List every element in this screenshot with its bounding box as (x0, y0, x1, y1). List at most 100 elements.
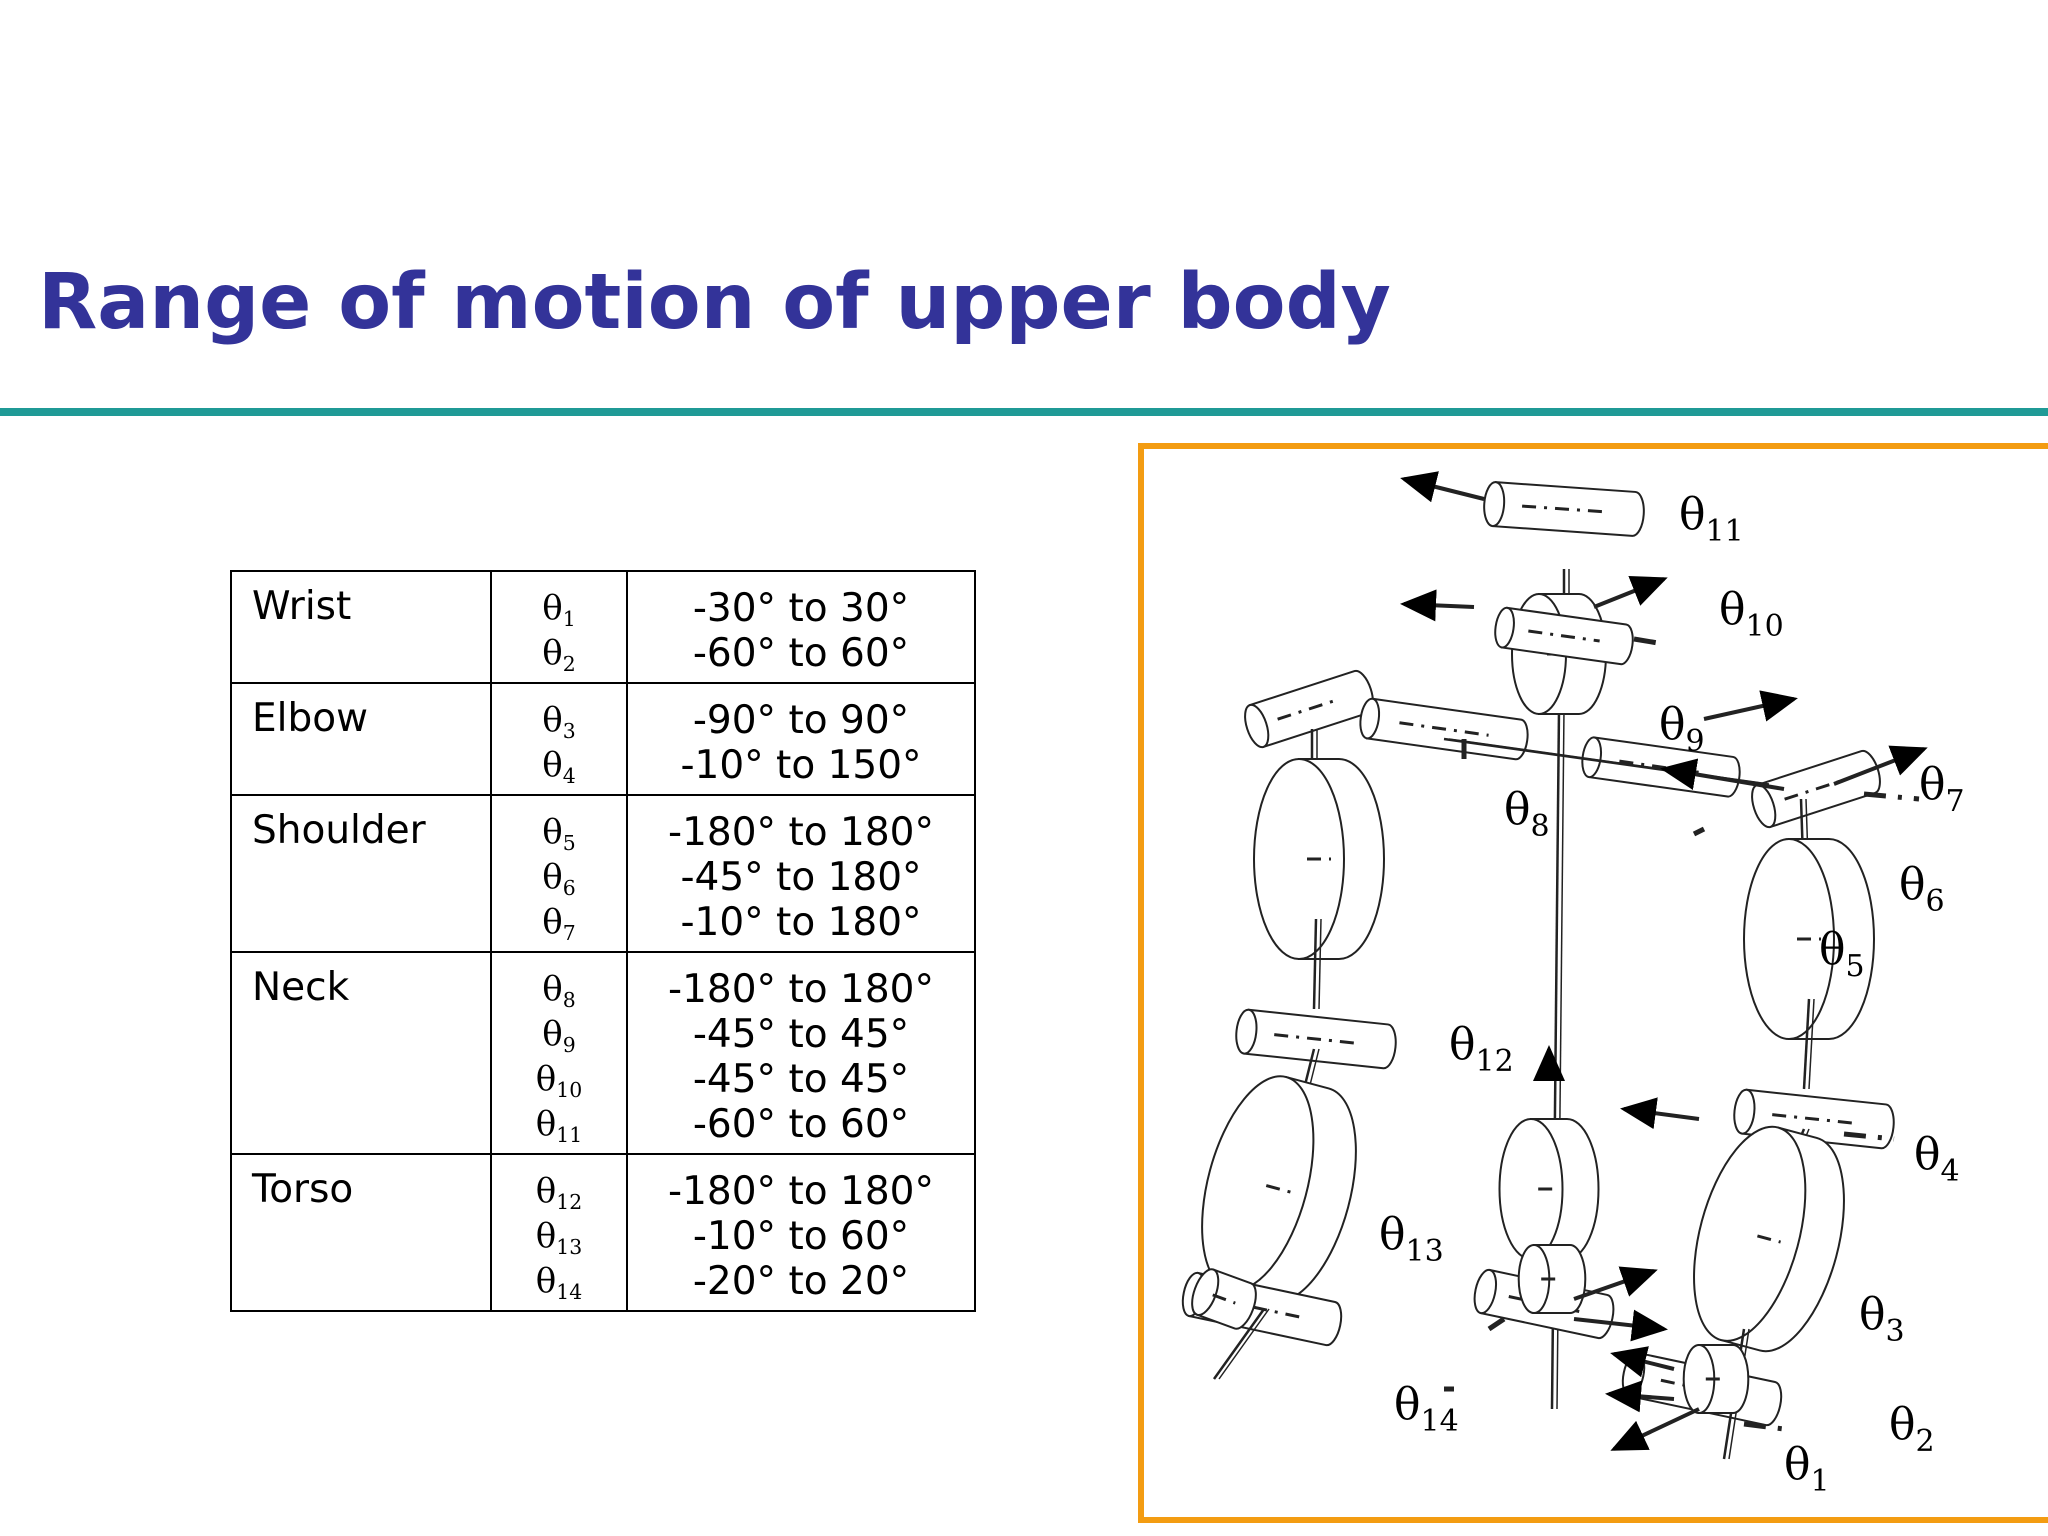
joint-angle-symbol: θ14 (535, 1261, 583, 1305)
angle-label: θ9 (1659, 699, 1705, 759)
angle-label: θ1 (1784, 1439, 1830, 1499)
angle-label: θ7 (1919, 759, 1965, 819)
cylinder-end (1359, 697, 1381, 740)
angle-range: -45° to 45° (692, 1057, 910, 1102)
joint-name: Shoulder (230, 794, 492, 953)
angle-range: -45° to 180° (680, 855, 922, 900)
axis-dash (1633, 636, 1665, 647)
joint-cylinder (1693, 1125, 1845, 1353)
link-rod (1808, 998, 1815, 1090)
joint-cylinder (1494, 606, 1634, 666)
rotation-arrow (1573, 1309, 1668, 1342)
joint-angle-symbol: θ6 (542, 857, 576, 901)
joint-angle-symbol: θ12 (535, 1171, 583, 1215)
angle-range: -30° to 30° (692, 586, 910, 631)
cylinder-end (1733, 1088, 1756, 1135)
angle-label: θ13 (1379, 1209, 1444, 1269)
axis-dash (1863, 791, 1920, 802)
rotation-axis (1528, 629, 1600, 643)
rotation-arrow (1610, 1407, 1700, 1451)
joint-name: Wrist (230, 570, 492, 684)
cylinder-end (1235, 1008, 1258, 1055)
joint-cylinder (1201, 1075, 1357, 1303)
joint-cylinder (1235, 1008, 1397, 1070)
axis-dash (1843, 1131, 1895, 1142)
angle-label: θ6 (1899, 859, 1945, 919)
rotation-axis (1757, 1234, 1781, 1244)
angle-label: θ14 (1394, 1379, 1459, 1439)
cylinder-end (1581, 736, 1603, 779)
joint-name: Elbow (230, 682, 492, 796)
link-rod (1318, 918, 1322, 1010)
rotation-arrow (1605, 1380, 1675, 1413)
rotation-axis (1399, 721, 1489, 737)
link-rod (1802, 998, 1811, 1090)
rotation-arrow (1400, 471, 1485, 503)
rotation-arrow (1660, 758, 1785, 791)
angle-range: -60° to 60° (692, 1102, 910, 1147)
cylinder-end (1253, 758, 1345, 960)
rotation-arrow (1400, 589, 1475, 622)
angle-range: -180° to 180° (668, 1169, 934, 1214)
angle-range: -60° to 60° (692, 631, 910, 676)
joint-cylinder (1359, 697, 1529, 761)
angle-range: -10° to 180° (680, 900, 922, 945)
cylinder-end (1743, 838, 1835, 1040)
cylinder-end (1244, 703, 1270, 749)
rotation-axis (1212, 1293, 1236, 1305)
joint-angle-symbol: θ8 (542, 969, 576, 1013)
angle-label: θ3 (1859, 1289, 1905, 1349)
link-rod (1218, 1308, 1270, 1380)
rotation-arrow (1620, 1097, 1700, 1130)
cylinder-body (1365, 697, 1529, 761)
cylinder-end (1693, 1125, 1807, 1342)
slide-title: Range of motion of upper body (38, 258, 1391, 347)
rotation-arrow (1593, 576, 1668, 609)
angle-label: θ5 (1819, 924, 1865, 984)
angle-range: -20° to 20° (692, 1259, 910, 1304)
joint-angle-symbol: θ9 (542, 1014, 576, 1058)
angle-range: -45° to 45° (692, 1012, 910, 1057)
joint-angle-symbol: θ13 (535, 1216, 583, 1260)
joint-name: Torso (230, 1153, 492, 1312)
angle-label: θ10 (1719, 584, 1784, 644)
angle-label: θ2 (1889, 1399, 1935, 1459)
joint-cylinder (1751, 749, 1881, 829)
rotation-arrow (1703, 690, 1798, 722)
axis-dash (1692, 826, 1706, 837)
joint-angle-symbol: θ1 (542, 588, 576, 632)
joint-cylinder (1483, 481, 1645, 537)
joint-cylinder (1743, 838, 1875, 1040)
joint-cylinder (1191, 1268, 1257, 1330)
rotation-arrow (1573, 1266, 1658, 1301)
cylinder-end (1494, 606, 1515, 649)
link-rod (1212, 1308, 1266, 1380)
cylinder-end (1498, 1118, 1564, 1260)
joint-angle-symbol: θ5 (542, 812, 576, 856)
joint-angle-symbol: θ10 (535, 1059, 583, 1103)
cylinder-end (1473, 1268, 1498, 1315)
angle-range: -10° to 60° (692, 1214, 910, 1259)
joint-cylinder (1498, 1118, 1600, 1260)
angle-label: θ12 (1449, 1019, 1514, 1079)
joint-angle-symbol: θ4 (542, 745, 576, 789)
title-divider (0, 408, 2048, 416)
angle-range: -90° to 90° (692, 698, 910, 743)
joint-angle-symbol: θ3 (542, 700, 576, 744)
joint-cylinder (1682, 1344, 1750, 1414)
joint-angle-symbol: θ11 (535, 1104, 583, 1148)
axis-dash (1743, 1421, 1785, 1432)
rotation-arrow (1833, 745, 1928, 786)
angle-range: -180° to 180° (668, 967, 934, 1012)
joint-cylinder (1244, 669, 1374, 749)
joint-angle-symbol: θ2 (542, 633, 576, 677)
joint-cylinder (1253, 758, 1385, 960)
